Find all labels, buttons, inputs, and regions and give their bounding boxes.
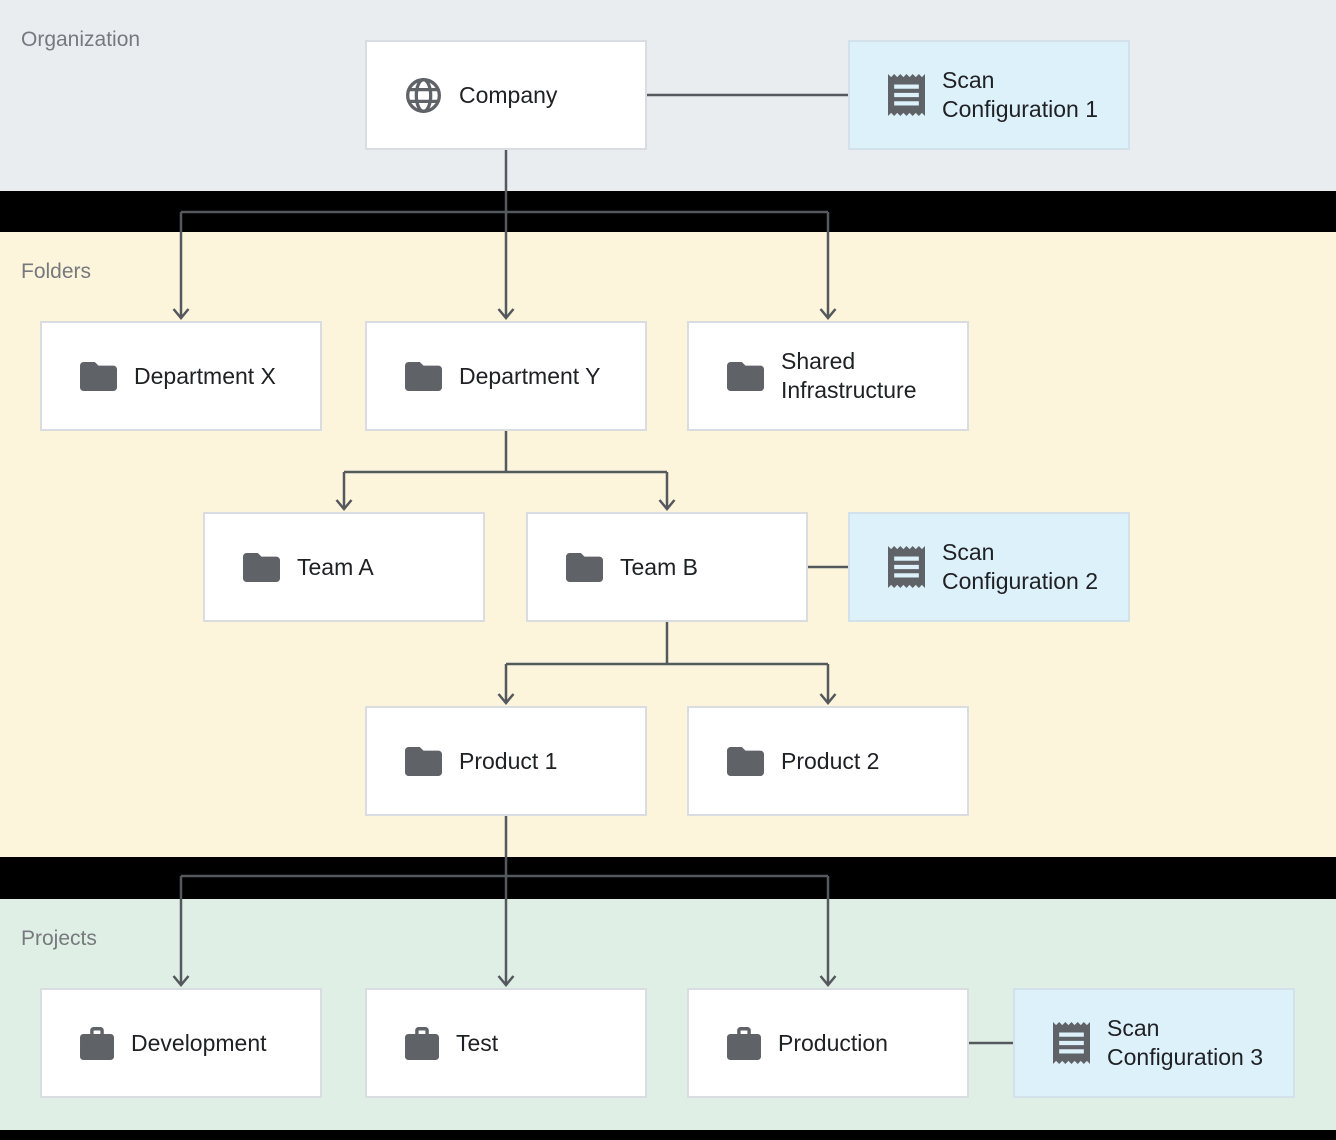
node-label: Scan Configuration 3 — [1107, 1015, 1263, 1070]
node-scan-configuration-1: Scan Configuration 1 — [848, 40, 1130, 150]
receipt-icon — [888, 74, 925, 116]
node-shared-infrastructure: Shared Infrastructure — [687, 321, 969, 431]
node-company: Company — [365, 40, 647, 150]
section-folders-label: Folders — [21, 260, 92, 283]
node-label: Product 2 — [781, 747, 880, 774]
folder-icon — [727, 361, 764, 391]
folder-icon — [243, 552, 280, 582]
folder-icon — [405, 361, 442, 391]
node-department-y: Department Y — [365, 321, 647, 431]
folder-icon — [80, 361, 117, 391]
folder-icon — [405, 746, 442, 776]
node-label: Team A — [297, 553, 374, 580]
section-organization-label: Organization — [21, 28, 141, 51]
node-label: Test — [456, 1029, 499, 1056]
node-scan-configuration-2: Scan Configuration 2 — [848, 512, 1130, 622]
node-label: Shared Infrastructure — [781, 348, 917, 403]
receipt-icon — [888, 546, 925, 588]
node-label: Department X — [134, 362, 276, 389]
section-projects-label: Projects — [21, 927, 97, 950]
node-label: Production — [778, 1029, 888, 1056]
node-scan-configuration-3: Scan Configuration 3 — [1013, 988, 1295, 1098]
node-test: Test — [365, 988, 647, 1098]
node-department-x: Department X — [40, 321, 322, 431]
node-label: Team B — [620, 553, 698, 580]
node-product-2: Product 2 — [687, 706, 969, 816]
globe-icon — [405, 77, 442, 114]
node-label: Development — [131, 1029, 267, 1056]
briefcase-icon — [80, 1026, 114, 1060]
node-team-b: Team B — [526, 512, 808, 622]
receipt-icon — [1053, 1022, 1090, 1064]
node-development: Development — [40, 988, 322, 1098]
folder-icon — [727, 746, 764, 776]
node-team-a: Team A — [203, 512, 485, 622]
node-production: Production — [687, 988, 969, 1098]
node-label: Department Y — [459, 362, 601, 389]
node-label: Company — [459, 81, 558, 108]
node-label: Scan Configuration 2 — [942, 539, 1098, 594]
briefcase-icon — [727, 1026, 761, 1060]
folder-icon — [566, 552, 603, 582]
briefcase-icon — [405, 1026, 439, 1060]
node-product-1: Product 1 — [365, 706, 647, 816]
node-label: Scan Configuration 1 — [942, 67, 1098, 122]
node-label: Product 1 — [459, 747, 558, 774]
